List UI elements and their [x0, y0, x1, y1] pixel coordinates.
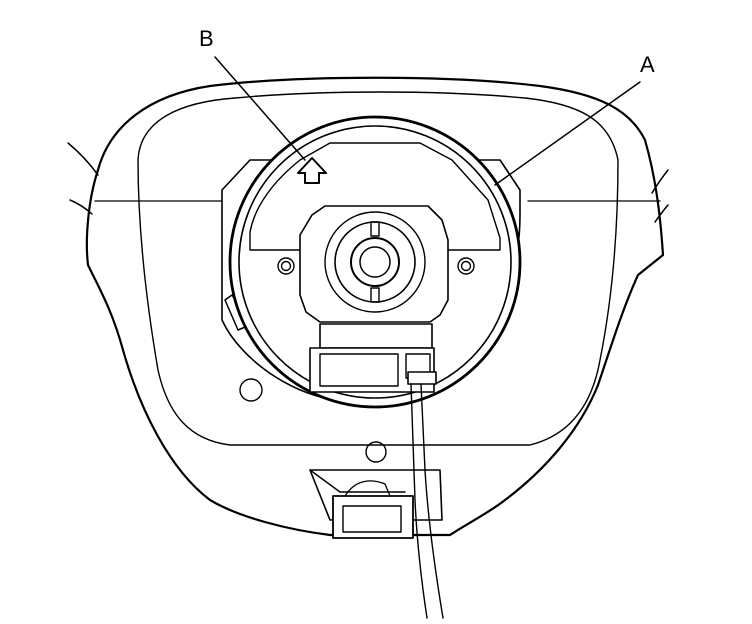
mounting-bolt-right — [457, 257, 475, 275]
cable-reel-inner-ring — [238, 125, 512, 399]
hub-bore-inner — [359, 246, 391, 278]
airbag-housing-outline — [85, 76, 665, 537]
lower-connector-wires — [344, 480, 391, 497]
hub-collar — [324, 211, 426, 313]
lower-connector-face — [342, 505, 402, 533]
leader-line-a — [494, 81, 641, 186]
mounting-hole-left — [239, 378, 263, 402]
mounting-hole-bottom — [365, 441, 387, 463]
connector-block-top — [319, 323, 433, 349]
wheel-spoke-left — [67, 142, 99, 215]
mounting-bolt-left — [277, 257, 295, 275]
pocket-shadow-line — [309, 469, 406, 493]
lower-connector — [332, 495, 414, 539]
hub-key-slots — [370, 221, 380, 303]
label-a: A — [640, 52, 655, 77]
hub-housing — [299, 205, 449, 323]
up-arrow-icon — [297, 157, 327, 184]
connector-socket — [319, 353, 399, 387]
label-b: B — [199, 26, 214, 51]
reel-plate — [249, 142, 501, 251]
bottom-pocket — [309, 469, 443, 521]
wire-harness-edge — [420, 383, 444, 619]
connector-plug — [407, 371, 437, 385]
inner-panel-outline — [137, 91, 619, 446]
wheel-spoke-right — [651, 169, 669, 223]
leader-line-b — [214, 56, 306, 161]
wire-harness — [410, 383, 428, 619]
hub-bore-outer — [350, 237, 400, 287]
